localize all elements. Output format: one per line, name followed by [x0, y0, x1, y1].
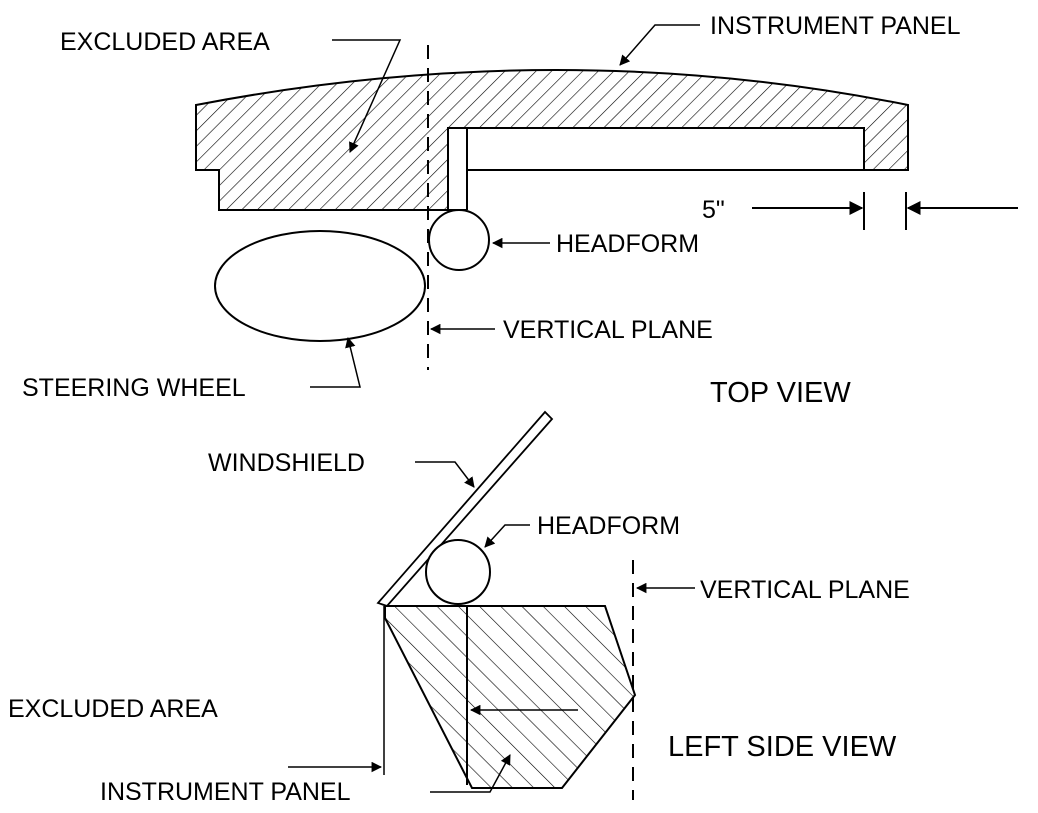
top-instrument-panel-label: INSTRUMENT PANEL	[710, 12, 961, 40]
top-excluded-area-label: EXCLUDED AREA	[60, 28, 270, 56]
windshield-label: WINDSHIELD	[208, 449, 365, 477]
side-view-title: LEFT SIDE VIEW	[668, 731, 897, 763]
side-vertical-plane-label: VERTICAL PLANE	[700, 576, 910, 604]
top-headform-label: HEADFORM	[556, 230, 699, 258]
top-instrument-panel-leader	[619, 24, 700, 66]
side-headform-leader	[484, 524, 530, 548]
side-instrument-panel-shape	[384, 605, 637, 789]
top-view: EXCLUDED AREA INSTRUMENT PANEL 5" HEADFO…	[22, 12, 1018, 409]
steering-wheel-leader	[310, 336, 361, 388]
top-excluded-area-leader	[332, 39, 402, 153]
steering-wheel-shape	[214, 230, 426, 342]
steering-wheel-label: STEERING WHEEL	[22, 374, 246, 402]
top-instrument-panel-shape	[195, 69, 909, 211]
top-vertical-plane-label: VERTICAL PLANE	[503, 316, 713, 344]
side-view: WINDSHIELD HEADFORM VERTICAL PLANE EXCLU…	[8, 410, 910, 806]
side-instrument-panel-label: INSTRUMENT PANEL	[100, 778, 351, 806]
side-instrument-panel-leader	[430, 754, 511, 793]
top-view-title: TOP VIEW	[710, 377, 851, 409]
windshield-leader	[415, 461, 475, 488]
side-excluded-area-label: EXCLUDED AREA	[8, 695, 218, 723]
dimension-label: 5"	[702, 196, 725, 224]
side-headform	[425, 539, 491, 605]
top-headform	[428, 209, 490, 271]
side-headform-label: HEADFORM	[537, 512, 680, 540]
